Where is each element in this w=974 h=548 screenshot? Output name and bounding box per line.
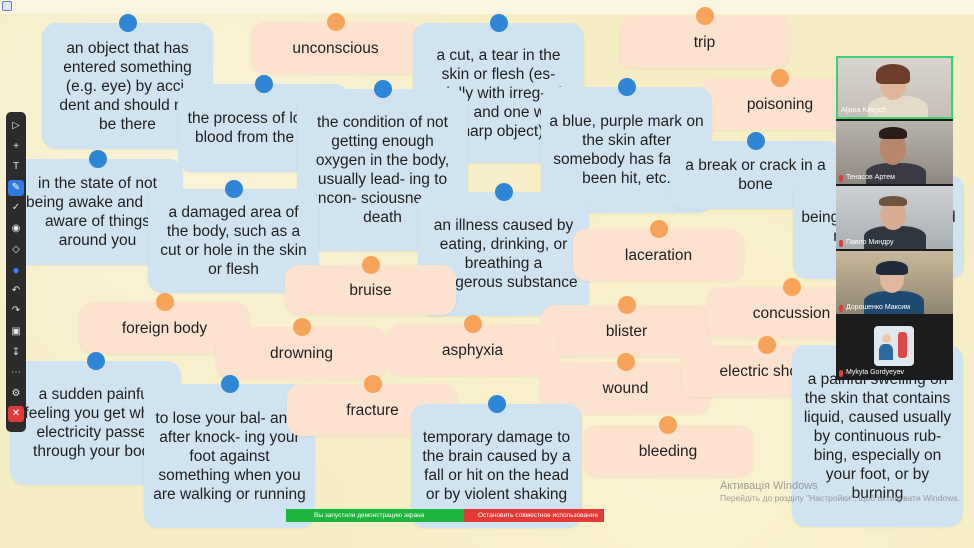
participant-tile[interactable]: Дорошенко Максим [836, 251, 953, 314]
redo-icon[interactable]: ↷ [11, 305, 21, 317]
pin-icon [361, 256, 380, 274]
eraser-icon[interactable]: ◇ [12, 243, 20, 255]
pin-icon [617, 78, 636, 96]
term-card[interactable]: blister [541, 296, 712, 357]
pin-icon [494, 183, 513, 201]
participant-name: Aljona Katrych [841, 107, 887, 114]
term-card[interactable]: poisoning [700, 69, 860, 130]
term-card[interactable]: asphyxia [387, 315, 558, 376]
participant-name: Тенасов Артем [846, 174, 895, 181]
participant-video-panel: Aljona Katrych Тенасов Артем Павло Миндр… [836, 56, 953, 380]
term-card[interactable]: bruise [285, 256, 456, 315]
pin-icon [489, 14, 508, 32]
avatar [874, 326, 914, 366]
windows-activation-watermark: Активація Windows Перейдіть до розділу "… [720, 480, 960, 503]
pin-icon [373, 80, 392, 98]
participant-tile[interactable]: Тенасов Артем [836, 121, 953, 184]
settings-icon[interactable]: ⚙ [11, 387, 21, 399]
definition-card[interactable]: a damaged area of the body, such as a cu… [148, 180, 319, 293]
pin-icon [86, 352, 105, 370]
pin-icon [118, 14, 137, 32]
term-card[interactable]: drowning [216, 318, 387, 379]
pin-icon [88, 150, 107, 168]
term-card[interactable]: unconscious [251, 13, 420, 74]
pin-icon [155, 293, 174, 311]
download-icon[interactable]: ↧ [11, 346, 21, 358]
pin-icon [695, 7, 714, 25]
muted-mic-icon [839, 370, 843, 377]
pin-icon [746, 132, 765, 150]
cursor-icon[interactable]: ▷ [12, 120, 20, 131]
pin-icon [220, 375, 239, 393]
app-icon [2, 1, 12, 11]
close-icon[interactable]: ✕ [8, 406, 24, 423]
share-status-text: Вы запустили демонстрацию экрана [314, 512, 425, 519]
spotlight-icon[interactable]: ◉ [11, 222, 21, 234]
muted-mic-icon [839, 175, 843, 182]
term-card[interactable]: trip [619, 7, 790, 68]
whiteboard-toolbar: ▷ + T ✎ ✓ ◉ ◇ ● ↶ ↷ ▣ ↧ ⋯ ⚙ ✕ [6, 112, 26, 432]
pin-icon [771, 69, 789, 87]
more-icon[interactable]: ⋯ [11, 367, 21, 379]
plus-icon[interactable]: + [13, 140, 19, 152]
participant-tile[interactable]: Aljona Katrych [836, 56, 953, 119]
definition-card[interactable]: to lose your bal- ance after knock- ing … [144, 375, 315, 528]
pin-icon [757, 336, 776, 354]
screen-share-bar: Вы запустили демонстрацию экрана Останов… [286, 509, 604, 522]
check-icon[interactable]: ✓ [11, 202, 21, 214]
share-status: Вы запустили демонстрацию экрана [286, 509, 464, 522]
muted-mic-icon [839, 305, 843, 312]
participant-name: Mykyta Gordyeyev [846, 369, 904, 376]
pen-icon[interactable]: ✎ [8, 179, 24, 196]
app-title-bar [0, 0, 974, 14]
pin-icon [649, 220, 668, 238]
term-card[interactable]: laceration [573, 220, 744, 281]
stop-sharing-button[interactable]: Остановить совместное использование [464, 509, 604, 522]
muted-mic-icon [839, 240, 843, 247]
pin-icon [254, 75, 273, 93]
undo-icon[interactable]: ↶ [11, 284, 21, 296]
participant-tile[interactable]: Павло Миндру [836, 186, 953, 249]
participant-name: Дорошенко Максим [846, 304, 911, 311]
pin-icon [463, 315, 482, 333]
pin-icon [617, 296, 636, 314]
text-icon[interactable]: T [12, 161, 20, 173]
color-dot-icon[interactable]: ● [12, 263, 20, 278]
term-card[interactable]: foreign body [79, 293, 250, 354]
participant-tile[interactable]: Mykyta Gordyeyev [836, 316, 953, 379]
pin-icon [224, 180, 243, 198]
pin-icon [292, 318, 311, 336]
term-card[interactable]: bleeding [583, 416, 753, 477]
pin-icon [363, 375, 382, 393]
pin-icon [326, 13, 345, 31]
pin-icon [659, 416, 677, 434]
stop-sharing-label: Остановить совместное использование [478, 512, 598, 519]
pin-icon [487, 395, 506, 413]
definition-card[interactable]: temporary damage to the brain caused by … [411, 395, 582, 528]
participant-name: Павло Миндру [846, 239, 894, 246]
trash-icon[interactable]: ▣ [11, 325, 21, 337]
pin-icon [782, 278, 801, 296]
pin-icon [616, 353, 635, 371]
